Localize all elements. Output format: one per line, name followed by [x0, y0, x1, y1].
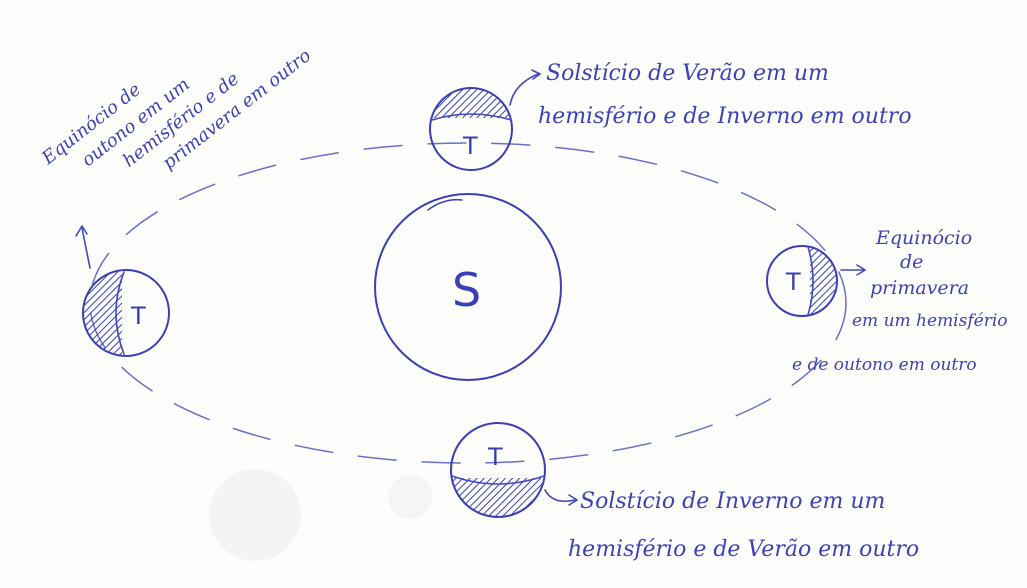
annotation-spring-equinox-line3: primavera	[870, 277, 969, 299]
earth-bottom-terminator	[451, 475, 545, 485]
earth-bottom-shadow	[451, 478, 545, 517]
annotation-summer-solstice-line2: hemisfério e de Inverno em outro	[538, 104, 912, 129]
annotation-spring-equinox: Equinócio de primavera em um hemisfério …	[792, 227, 1008, 375]
arrow-summer-solstice	[509, 69, 542, 106]
annotation-summer-solstice-line1: Solstício de Verão em um	[546, 61, 829, 86]
earth-top-terminator	[431, 113, 512, 121]
earth-right: T	[766, 245, 838, 317]
paper-blemish	[209, 469, 301, 561]
annotation-winter-solstice-line1: Solstício de Inverno em um	[580, 489, 885, 514]
earth-top-label: T	[462, 132, 478, 160]
earth-bottom-label: T	[487, 443, 503, 471]
earth-right-terminator	[807, 246, 814, 316]
earth-left-label: T	[130, 302, 146, 330]
earth-bottom: T	[450, 422, 546, 518]
sun-stroke	[427, 198, 463, 211]
sun: S	[374, 193, 562, 381]
annotation-spring-equinox-line5: e de outono em outro	[792, 355, 977, 375]
arrow-autumn-equinox	[75, 224, 91, 269]
sun-label: S	[452, 263, 481, 317]
earth-right-label: T	[785, 268, 801, 296]
annotation-summer-solstice: Solstício de Verão em um hemisfério e de…	[538, 61, 912, 129]
earth-top-shadow	[430, 88, 512, 118]
annotation-spring-equinox-line1: Equinócio	[875, 227, 972, 249]
annotation-winter-solstice-line2: hemisfério e de Verão em outro	[568, 537, 919, 562]
earth-top-circle	[429, 87, 513, 171]
annotation-spring-equinox-line2: de	[900, 251, 923, 273]
orbit-path	[89, 142, 847, 464]
arrow-spring-equinox	[840, 264, 867, 276]
annotation-winter-solstice: Solstício de Inverno em um hemisfério e …	[568, 489, 919, 562]
earth-left-circle	[82, 269, 170, 357]
earth-top: T	[429, 87, 513, 171]
arrow-winter-solstice	[544, 489, 579, 506]
annotation-spring-equinox-line4: em um hemisfério	[852, 311, 1008, 331]
earth-right-circle	[766, 245, 838, 317]
earth-bottom-circle	[450, 422, 546, 518]
annotation-autumn-equinox: Equinócio de outono em um hemisfério e d…	[37, 45, 315, 174]
sun-circle	[374, 193, 562, 381]
paper-blemish	[388, 475, 432, 519]
earth-left-terminator	[115, 271, 125, 355]
